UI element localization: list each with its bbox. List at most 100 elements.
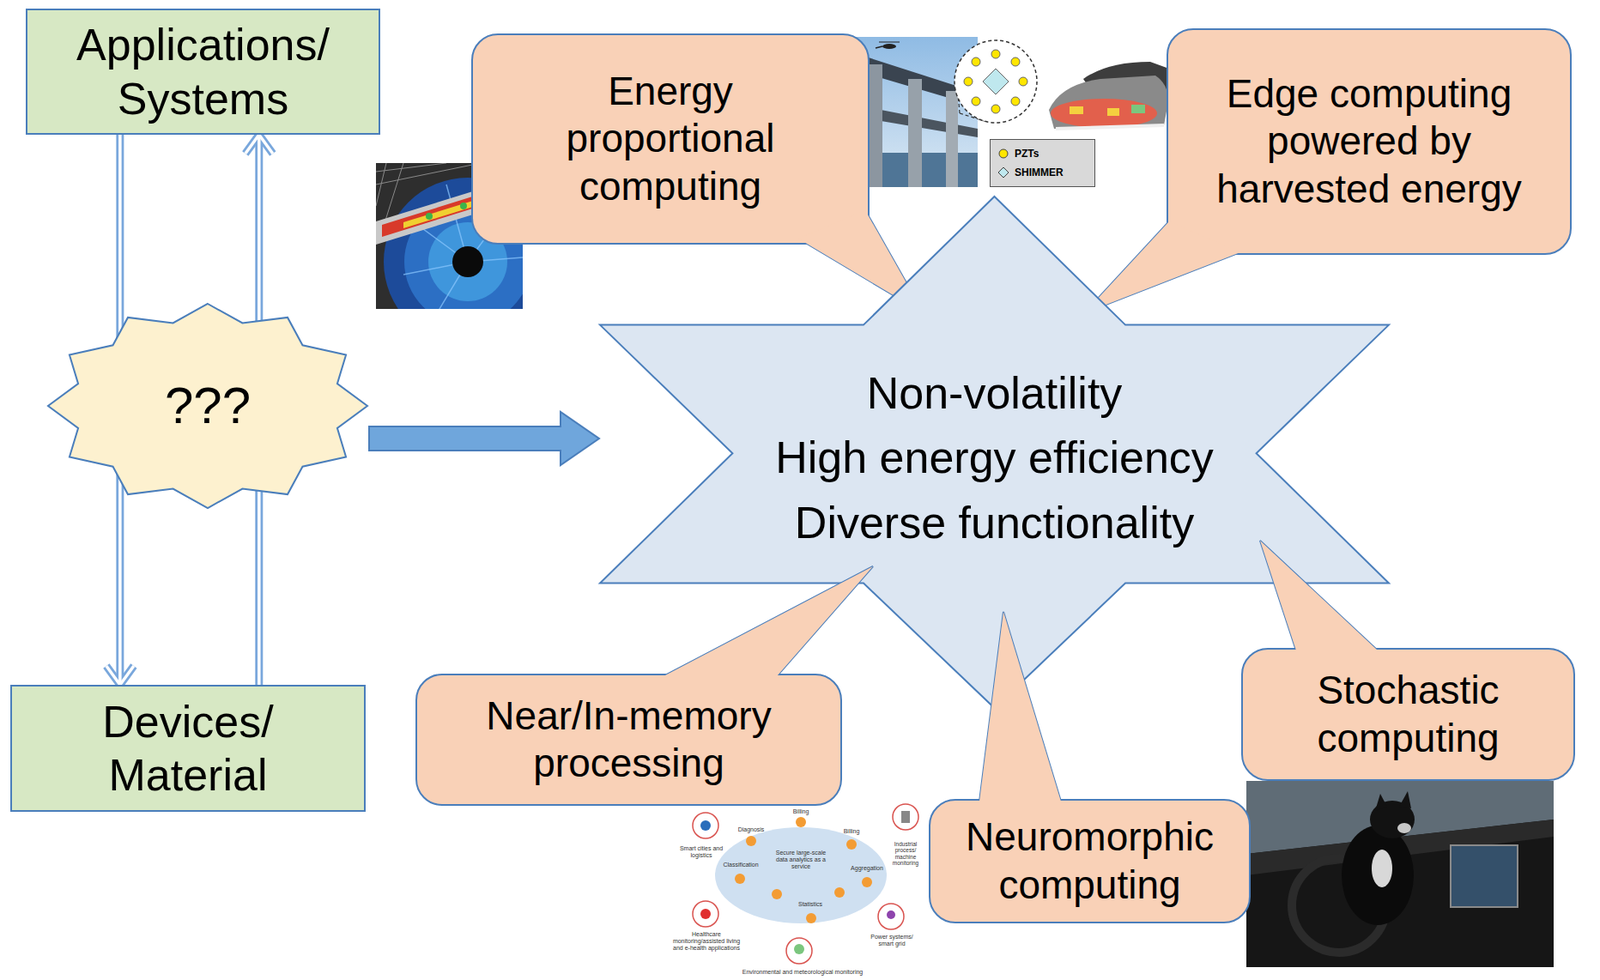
legend-swatch — [997, 166, 1010, 179]
callout-body — [472, 34, 869, 244]
analytics-figure-part — [806, 913, 817, 924]
callout-bubble: Stochastic computing — [1241, 648, 1576, 782]
bridge-photo-part — [908, 78, 922, 188]
callout-tail — [663, 566, 873, 677]
box-outline — [26, 9, 380, 134]
system-box: Applications/ Systems — [25, 8, 381, 135]
node-text-block: Devices/ Material — [10, 684, 366, 813]
analytics-figure-part — [700, 820, 711, 831]
sensor-inset-part — [954, 40, 1037, 123]
sensor-inset-part — [982, 68, 1009, 95]
node-outline — [1241, 648, 1576, 782]
car-photo-part — [1397, 823, 1412, 834]
bridge-photo-part — [878, 42, 900, 43]
block-arrow-shape — [369, 412, 600, 466]
question-burst: ??? — [46, 302, 370, 510]
analytics-figure-part — [700, 909, 711, 920]
box-outline — [11, 685, 365, 812]
callout-body — [416, 674, 842, 806]
analytics-figure-part — [861, 877, 873, 888]
analytics-figure-part — [786, 938, 813, 964]
callout-bubble: Near/In-memory processing — [415, 673, 843, 807]
car-photo — [1246, 781, 1554, 968]
sensor-inset-part — [1011, 57, 1020, 67]
figure-label: Diagnosis — [733, 826, 769, 834]
callout-tail-join — [663, 566, 873, 677]
car-photo-part — [1375, 793, 1388, 812]
callout-bubble: Neuromorphic computing — [928, 799, 1251, 924]
figure-label: Aggregation — [848, 865, 886, 873]
figure-label: Power systems/ smart grid — [866, 933, 917, 948]
bridge-photo-part — [945, 90, 958, 188]
node-text-block: Energy proportional computing — [471, 33, 870, 245]
analytics-figure-part — [715, 827, 887, 924]
node-text-block: Stochastic computing — [1241, 648, 1576, 782]
node-text: Edge computing powered by harvested ener… — [1210, 70, 1528, 213]
legend-circle — [999, 149, 1008, 158]
analytics-figure-part — [771, 889, 782, 900]
analytics-figure-part — [901, 811, 910, 824]
callout-body — [1242, 648, 1575, 781]
callout-bubble: Edge computing powered by harvested ener… — [1166, 28, 1572, 255]
node-text: Energy proportional computing — [541, 67, 800, 211]
node-text-block: Edge computing powered by harvested ener… — [1166, 28, 1572, 255]
node-text: Stochastic computing — [1292, 666, 1525, 762]
callout-tail — [979, 612, 1061, 802]
callout-tail — [1260, 540, 1378, 651]
sensor-inset-part — [991, 104, 1000, 114]
legend-text: PZTs — [1014, 147, 1039, 160]
node-text: Neuromorphic computing — [948, 813, 1232, 909]
node-text-block: Neuromorphic computing — [928, 799, 1251, 924]
shoe-photo-part — [1055, 125, 1164, 129]
legend-row: PZTs — [997, 147, 1088, 160]
figure-label: Classification — [719, 861, 763, 869]
node-text: ??? — [164, 375, 251, 437]
figure-label: Billing — [785, 808, 817, 816]
figure-label: Smart cities and logistics — [678, 845, 725, 860]
node-text: Applications/ Systems — [61, 18, 346, 126]
bridge-photo-part — [875, 46, 883, 49]
legend-diamond — [998, 167, 1009, 178]
node-text-block: Applications/ Systems — [25, 8, 381, 135]
legend-row: SHIMMER — [997, 166, 1088, 179]
callout-body — [1167, 29, 1571, 255]
block-arrow — [369, 412, 600, 466]
shoe-photo-part — [1107, 108, 1120, 116]
node-text: Devices/ Material — [59, 695, 317, 803]
shoe-photo-part — [1048, 75, 1169, 129]
bridge-photo-part — [882, 43, 897, 49]
sensor-inset-part — [971, 96, 981, 106]
car-photo-part — [1371, 849, 1393, 888]
analytics-figure-part — [878, 903, 904, 930]
figure-label: Healthcare monitoring/assisted living an… — [667, 931, 746, 952]
sensor-inset-part — [971, 57, 981, 67]
sensor-inset-part — [1018, 77, 1028, 86]
node-text: Near/In-memory processing — [466, 692, 793, 788]
car-photo-part — [1399, 791, 1412, 809]
node-text: Diverse functionality — [794, 490, 1194, 556]
callout-tail-join — [1260, 540, 1378, 651]
shoe-photo-part — [1131, 104, 1146, 114]
car-photo-part — [1341, 825, 1414, 926]
burst-outline — [48, 303, 368, 509]
device-box: Devices/ Material — [10, 684, 366, 813]
callout-tail-join — [1084, 221, 1241, 314]
sensor-inset-part — [963, 77, 973, 86]
callout-body — [929, 800, 1250, 923]
analytics-figure-part — [793, 944, 805, 955]
analytics-figure-part — [692, 901, 719, 928]
legend-text: SHIMMER — [1014, 166, 1064, 179]
node-text-block: Non-volatilityHigh energy efficiencyDive… — [599, 195, 1390, 710]
node-text-block: Near/In-memory processing — [415, 673, 843, 807]
analytics-figure-part — [846, 839, 857, 850]
connector-inner — [106, 666, 134, 685]
figure-label: Secure large-scale data analytics as a s… — [769, 849, 832, 871]
analytics-figure-part — [892, 804, 919, 831]
bridge-photo — [854, 36, 978, 188]
car-photo-part — [1246, 781, 1554, 968]
shoe-photo-part — [1050, 98, 1158, 128]
analytics-figure-part — [834, 887, 845, 898]
car-photo-part — [1450, 845, 1518, 908]
node-text: High energy efficiency — [775, 425, 1214, 491]
